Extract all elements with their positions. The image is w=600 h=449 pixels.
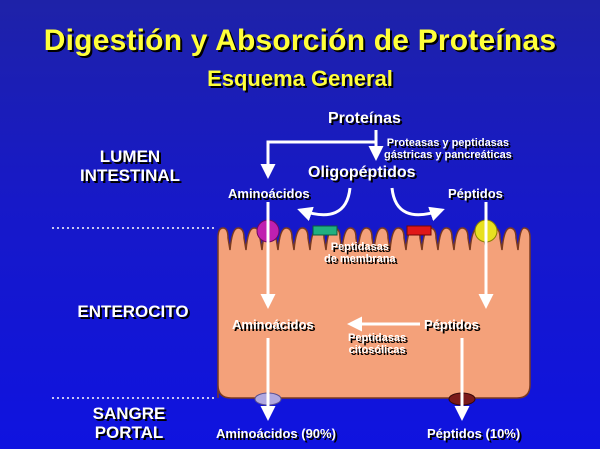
region-blood-line2: PORTAL — [94, 423, 164, 442]
enzyme-cytosolic: Peptidasas citosólicas — [348, 332, 406, 356]
page-subtitle: Esquema General — [207, 66, 393, 91]
enzyme-gastric-line1: Proteasas y peptidasas — [386, 137, 510, 149]
peptidase-teal — [312, 225, 338, 236]
node-oligopeptides: Oligopéptidos — [308, 164, 416, 181]
arrow-oligo-to-amino — [297, 187, 352, 222]
node-amino-blood: Aminoácidos (90%) — [216, 426, 336, 441]
enzyme-cytosolic-line2: citosólicas — [348, 344, 406, 356]
arrow-proteins-aminoacids — [260, 140, 376, 179]
node-proteins: Proteínas — [328, 110, 401, 127]
enzyme-cytosolic-line1: Peptidasas — [348, 332, 407, 344]
node-peptides-lumen: Péptidos — [448, 186, 503, 201]
region-lumen: LUMEN INTESTINAL — [60, 147, 200, 185]
node-peptides-cell: Péptidos — [424, 317, 479, 332]
region-blood: SANGRE PORTAL — [64, 404, 194, 442]
region-lumen-line2: INTESTINAL — [79, 166, 181, 185]
enzyme-gastric: Proteasas y peptidasas gástricas y pancr… — [384, 137, 512, 161]
peptidase-red — [406, 225, 432, 236]
enzyme-membrane: Peptidasas de membrana — [324, 241, 396, 265]
node-amino-lumen: Aminoácidos — [228, 186, 310, 201]
arrow-oligo-to-peptides — [390, 187, 445, 222]
enzyme-gastric-line2: gástricas y pancreáticas — [384, 149, 512, 161]
region-lumen-line1: LUMEN — [99, 147, 161, 166]
region-enterocyte-label: ENTEROCITO — [77, 302, 189, 321]
page-title: Digestión y Absorción de Proteínas — [43, 24, 557, 57]
region-enterocyte: ENTEROCITO — [58, 302, 208, 321]
node-peptides-blood: Péptidos (10%) — [427, 426, 521, 441]
node-amino-cell: Aminoácidos — [232, 317, 314, 332]
enzyme-membrane-line2: de membrana — [324, 253, 396, 265]
enzyme-membrane-line1: Peptidasas — [330, 241, 389, 253]
region-blood-line1: SANGRE — [92, 404, 166, 423]
